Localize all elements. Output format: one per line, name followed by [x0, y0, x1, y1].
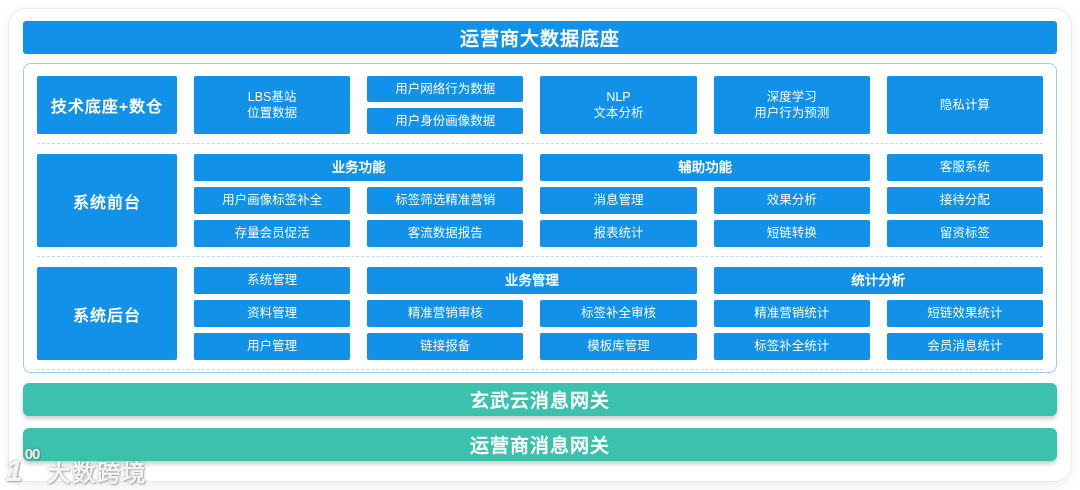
section-backend-label: 系统后台: [37, 267, 177, 360]
section-frontend: 系统前台 业务功能 辅助功能 客服系统 用户画像标签补全 标签筛选精准营销 消息…: [37, 154, 1043, 257]
header-statistics-analysis: 统计分析: [713, 267, 1043, 294]
box-message-management: 消息管理: [540, 187, 697, 214]
box-user-network-behavior-data: 用户网络行为数据: [367, 76, 524, 102]
tech-box-stack: 用户网络行为数据 用户身份画像数据: [367, 76, 524, 134]
box-precision-marketing-statistics: 精准营销统计: [713, 300, 870, 327]
header-customer-service-system: 客服系统: [886, 154, 1043, 181]
box-member-message-statistics: 会员消息统计: [886, 333, 1043, 360]
gateway-xuanwu-cloud: 玄武云消息网关: [23, 383, 1057, 416]
diagram-card: 运营商大数据底座 技术底座+数仓 LBS基站 位置数据 用户网络行为数据 用户身…: [8, 8, 1072, 482]
watermark: 100 大数跨境: [6, 446, 148, 488]
box-deep-learning-behavior-prediction: 深度学习 用户行为预测: [713, 76, 870, 134]
box-privacy-computing: 隐私计算: [886, 76, 1043, 134]
gateway-operator: 运营商消息网关: [23, 428, 1057, 461]
box-template-library-management: 模板库管理: [540, 333, 697, 360]
box-user-identity-profile-data: 用户身份画像数据: [367, 108, 524, 134]
header-auxiliary-functions: 辅助功能: [540, 154, 870, 181]
box-reception-allocation: 接待分配: [886, 187, 1043, 214]
header-business-functions: 业务功能: [194, 154, 524, 181]
section-frontend-label: 系统前台: [37, 154, 177, 247]
box-data-management: 资料管理: [194, 300, 351, 327]
watermark-logo-icon: 100: [6, 446, 40, 488]
box-effect-analysis: 效果分析: [713, 187, 870, 214]
box-stock-member-activation: 存量会员促活: [194, 220, 351, 247]
box-tag-filter-precision-marketing: 标签筛选精准营销: [367, 187, 524, 214]
box-tag-completion-review: 标签补全审核: [540, 300, 697, 327]
section-tech-label: 技术底座+数仓: [37, 76, 177, 134]
page-title: 运营商大数据底座: [23, 21, 1057, 54]
box-short-link-effect-statistics: 短链效果统计: [886, 300, 1043, 327]
box-nlp-text-analysis: NLP 文本分析: [540, 76, 697, 134]
section-backend: 系统后台 系统管理 业务管理 统计分析 资料管理 精准营销审核 标签补全审核 精…: [37, 267, 1043, 370]
watermark-text: 大数跨境: [47, 460, 148, 486]
section-tech-base: 技术底座+数仓 LBS基站 位置数据 用户网络行为数据 用户身份画像数据 NLP…: [37, 76, 1043, 144]
box-user-management: 用户管理: [194, 333, 351, 360]
header-business-management: 业务管理: [367, 267, 697, 294]
box-lbs-base-station-data: LBS基站 位置数据: [194, 76, 351, 134]
box-lead-tag: 留资标签: [886, 220, 1043, 247]
platform-container: 技术底座+数仓 LBS基站 位置数据 用户网络行为数据 用户身份画像数据 NLP…: [23, 63, 1057, 373]
box-user-profile-tag-completion: 用户画像标签补全: [194, 187, 351, 214]
box-short-link-conversion: 短链转换: [713, 220, 870, 247]
box-report-statistics: 报表统计: [540, 220, 697, 247]
box-passenger-flow-data-report: 客流数据报告: [367, 220, 524, 247]
header-system-management: 系统管理: [194, 267, 351, 294]
box-tag-completion-statistics: 标签补全统计: [713, 333, 870, 360]
box-precision-marketing-review: 精准营销审核: [367, 300, 524, 327]
box-link-filing: 链接报备: [367, 333, 524, 360]
